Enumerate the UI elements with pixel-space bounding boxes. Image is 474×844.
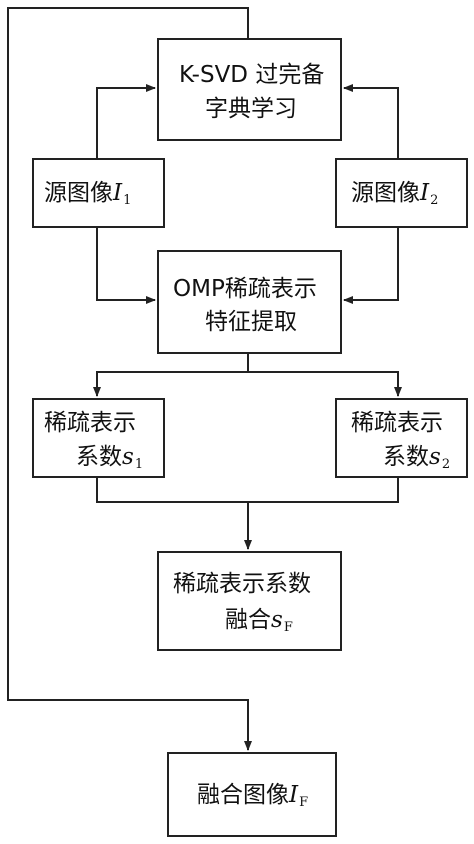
source-image-2-box: 源图像I2 <box>335 158 468 228</box>
fused-image-symbol: I <box>289 782 299 808</box>
sparse-coef-1-text: 系数 <box>76 444 122 470</box>
fused-image-subscript: F <box>299 795 309 810</box>
source-image-1-subscript: 1 <box>123 193 132 208</box>
source-image-1-symbol: I <box>113 180 123 206</box>
edge-src1-to-ksvd <box>96 84 156 158</box>
sparse-coef-1-subscript: 1 <box>134 457 144 472</box>
sparse-coef-2-text: 系数 <box>383 444 429 470</box>
sparse-coef-2-symbol: s <box>429 444 441 470</box>
coef-fusion-box: 稀疏表示系数 融合sF <box>157 551 342 651</box>
fused-image-box: 融合图像IF <box>167 752 337 837</box>
coef-fusion-subscript: F <box>283 620 293 635</box>
sparse-coef-1-box: 稀疏表示 系数s1 <box>32 398 165 478</box>
sparse-coef-2-line2: 系数s2 <box>383 444 451 472</box>
ksvd-dictionary-box: K-SVD 过完备 字典学习 <box>157 38 342 141</box>
coef-fusion-text: 融合 <box>225 607 271 633</box>
sparse-coef-1-var: s1 <box>122 444 144 472</box>
omp-line2: 特征提取 <box>205 309 297 335</box>
coef-fusion-line2: 融合sF <box>225 607 293 635</box>
source-image-2-text: 源图像 <box>351 180 420 206</box>
edge-coef1-merge <box>96 478 248 503</box>
coef-fusion-symbol: s <box>271 607 283 633</box>
ksvd-line2: 字典学习 <box>205 96 297 122</box>
sparse-coef-2-var: s2 <box>429 444 451 472</box>
sparse-coef-2-box: 稀疏表示 系数s2 <box>335 398 468 478</box>
edge-omp-to-coef2 <box>248 371 402 397</box>
source-image-1-label: 源图像I1 <box>44 180 132 208</box>
omp-feature-box: OMP稀疏表示 特征提取 <box>157 250 342 354</box>
fused-image-text: 融合图像 <box>197 782 289 808</box>
source-image-1-text: 源图像 <box>44 180 113 206</box>
source-image-2-subscript: 2 <box>430 193 439 208</box>
edge-src1-to-omp <box>96 228 156 304</box>
omp-line1: OMP稀疏表示 <box>173 276 317 302</box>
fused-image-label: 融合图像IF <box>197 782 309 810</box>
sparse-coef-1-line1: 稀疏表示 <box>44 410 136 436</box>
sparse-coef-1-symbol: s <box>122 444 134 470</box>
ksvd-line1: K-SVD 过完备 <box>179 62 325 88</box>
source-image-2-label: 源图像I2 <box>351 180 439 208</box>
sparse-coef-1-line2: 系数s1 <box>76 444 144 472</box>
edge-omp-to-coef1 <box>93 371 248 397</box>
sparse-coef-2-subscript: 2 <box>441 457 451 472</box>
coef-fusion-line1: 稀疏表示系数 <box>173 571 311 597</box>
coef-fusion-var: sF <box>271 607 293 635</box>
edge-coef2-merge <box>248 478 399 503</box>
source-image-1-box: 源图像I1 <box>32 158 165 228</box>
source-image-2-var: I2 <box>420 180 439 208</box>
edge-ksvd-to-result-loop <box>7 7 252 751</box>
edge-src2-to-ksvd <box>343 84 399 158</box>
fused-image-var: IF <box>289 782 309 810</box>
edge-src2-to-omp <box>343 228 399 304</box>
source-image-1-var: I1 <box>113 180 132 208</box>
source-image-2-symbol: I <box>420 180 430 206</box>
sparse-coef-2-line1: 稀疏表示 <box>351 410 443 436</box>
